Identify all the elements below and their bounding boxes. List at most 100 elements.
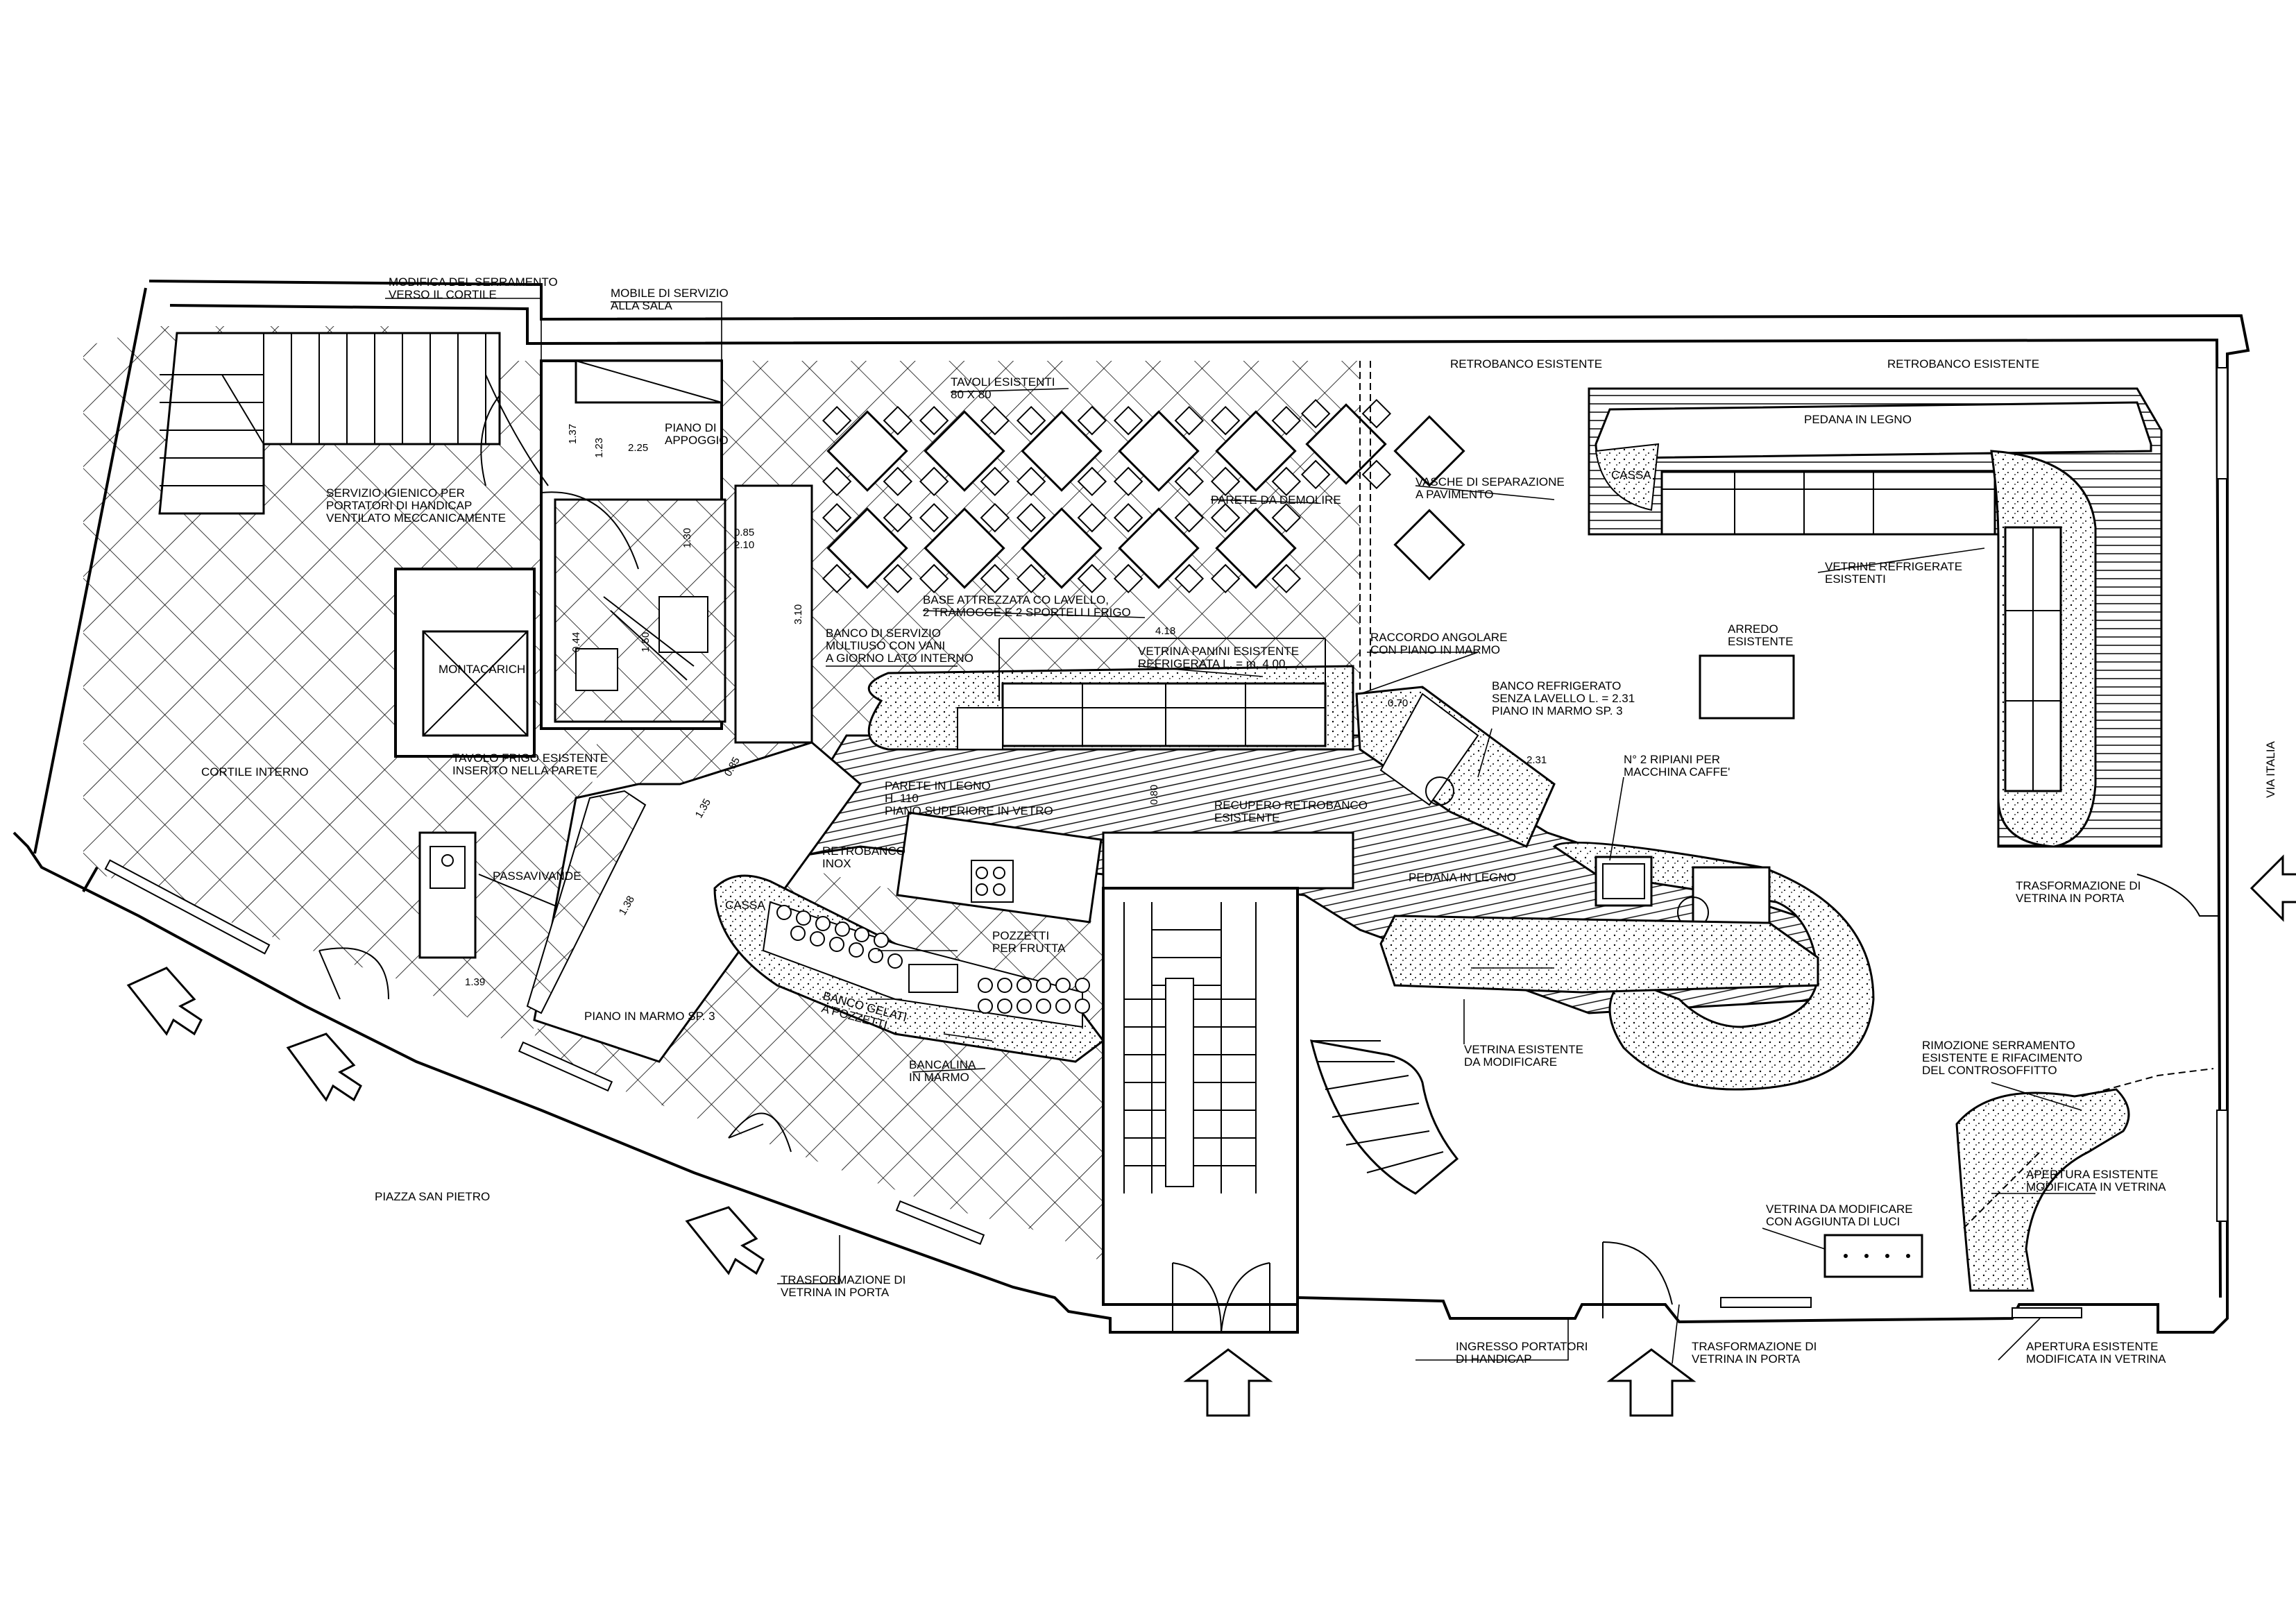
label-base-attrezzata-1: BASE ATTREZZATA CO LAVELLO, xyxy=(923,593,1109,606)
label-servizio-igienico-2: PORTATORI DI HANDICAP xyxy=(326,499,472,512)
label-piazza-san-pietro: PIAZZA SAN PIETRO xyxy=(375,1190,490,1203)
chair xyxy=(1174,466,1205,497)
kitchen-fixtures xyxy=(418,741,862,1063)
table xyxy=(1118,410,1200,492)
label-trasformazione-right-1: TRASFORMAZIONE DI xyxy=(2016,879,2141,892)
table xyxy=(924,507,1005,589)
label-pozzetti-2: PER FRUTTA xyxy=(992,942,1066,955)
label-pedana-legno-top: PEDANA IN LEGNO xyxy=(1804,413,1912,426)
gelato-well xyxy=(1055,999,1071,1014)
label-banco-refrigerato-1: BANCO REFRIGERATO xyxy=(1492,679,1621,692)
chair xyxy=(980,502,1010,533)
label-servizio-igienico-1: SERVIZIO IGIENICO PER xyxy=(326,486,465,500)
chair xyxy=(822,563,852,594)
entrance-arrow-4 xyxy=(1183,1348,1273,1417)
gelato-well xyxy=(790,926,806,941)
stair-top-left xyxy=(158,332,501,515)
gelato-well xyxy=(1017,978,1032,993)
table xyxy=(826,507,908,589)
label-trasformazione-bottom-1: TRASFORMAZIONE DI xyxy=(1692,1340,1817,1353)
label-bancalina-2: IN MARMO xyxy=(909,1071,969,1084)
label-bancalina-1: BANCALINA xyxy=(909,1058,976,1071)
label-ingresso-2: DI HANDICAP xyxy=(1456,1352,1532,1366)
label-parete-legno-2: H. 110 xyxy=(885,792,919,805)
label-retrobanco-2: RETROBANCO ESISTENTE xyxy=(1887,357,2039,371)
label-parete-legno-1: PARETE IN LEGNO xyxy=(885,779,991,792)
chair xyxy=(1016,466,1046,497)
dim-418: 4.18 xyxy=(1155,625,1175,637)
gelato-well xyxy=(835,921,850,937)
tables-existing xyxy=(822,398,1392,594)
dimension-labels: 1.37 2.25 1.23 0.85 2.10 1.30 3.10 4.18 … xyxy=(465,424,1547,988)
gelato-well xyxy=(849,942,864,958)
label-modifica-serramento-1: MODIFICA DEL SERRAMENTO xyxy=(389,275,558,289)
label-cassa-right: CASSA xyxy=(1611,468,1651,482)
chair xyxy=(1271,563,1302,594)
building-walls xyxy=(12,280,2250,1334)
label-pozzetti-1: POZZETTI xyxy=(992,929,1049,942)
dim-130: 1.30 xyxy=(681,528,693,548)
table xyxy=(1215,410,1297,492)
chair xyxy=(1210,563,1241,594)
entrance-arrow-3 xyxy=(685,1206,765,1275)
chair xyxy=(1271,466,1302,497)
chair xyxy=(883,466,913,497)
chair xyxy=(1210,466,1241,497)
entrance-arrow-5 xyxy=(1606,1348,1697,1417)
chair xyxy=(883,502,913,533)
label-vetrina-modificare-1: VETRINA ESISTENTE xyxy=(1464,1043,1583,1056)
chair xyxy=(919,563,949,594)
gelato-well xyxy=(854,927,869,942)
label-passavivande: PASSAVIVANDE xyxy=(493,869,581,883)
chair xyxy=(1077,563,1107,594)
label-mobile-servizio-1: MOBILE DI SERVIZIO xyxy=(611,287,729,300)
gelato-well xyxy=(1075,978,1090,993)
freight-lift xyxy=(394,568,536,758)
label-banco-servizio-1: BANCO DI SERVIZIO xyxy=(826,627,941,640)
dim-150: 1.50 xyxy=(640,632,652,652)
label-piano-appoggio-1: PIANO DI xyxy=(665,421,717,434)
dim-080: 0.80 xyxy=(1148,785,1160,805)
gelato-well xyxy=(796,910,811,926)
label-recupero-1: RECUPERO RETROBANCO xyxy=(1214,799,1368,812)
curved-counter xyxy=(1355,686,1875,1091)
label-tavoli-esistenti-1: TAVOLI ESISTENTI xyxy=(951,375,1055,389)
entrance-arrow-2 xyxy=(286,1033,362,1102)
chair xyxy=(919,502,949,533)
dim-044: 0.44 xyxy=(570,632,582,652)
gelato-well xyxy=(1017,999,1032,1014)
label-vetrina-panini-2: REFRIGERATA L. = m. 4.00 xyxy=(1138,657,1285,670)
central-stair xyxy=(1102,831,1354,1306)
chair xyxy=(919,405,949,436)
table xyxy=(826,410,908,492)
label-vetrina-luci-2: CON AGGIUNTA DI LUCI xyxy=(1766,1215,1900,1228)
table xyxy=(924,410,1005,492)
label-apertura-bottom-2: MODIFICATA IN VETRINA xyxy=(2026,1352,2166,1366)
label-rimozione-1: RIMOZIONE SERRAMENTO xyxy=(1922,1039,2075,1052)
label-ripiani-1: N° 2 RIPIANI PER xyxy=(1624,753,1720,766)
chair xyxy=(822,405,852,436)
gelato-well xyxy=(978,999,993,1014)
label-vetrine-refrigerate-1: VETRINE REFRIGERATE xyxy=(1825,560,1962,573)
gelato-counter xyxy=(713,811,1105,1063)
dim-210: 2.10 xyxy=(734,539,754,551)
label-modifica-serramento-2: VERSO IL CORTILE xyxy=(389,288,497,301)
label-trasformazione-right-2: VETRINA IN PORTA xyxy=(2016,892,2125,905)
label-parete-legno-3: PIANO SUPERIORE IN VETRO xyxy=(885,804,1053,817)
label-base-attrezzata-2: 2 TRAMOGGE E 2 SPORTELLI FRIGO xyxy=(923,606,1131,619)
dim-070: 0.70 xyxy=(1388,697,1408,709)
dim-085: 0.85 xyxy=(734,527,754,538)
label-recupero-2: ESISTENTE xyxy=(1214,811,1279,824)
service-block xyxy=(485,359,813,744)
gelato-well xyxy=(1055,978,1071,993)
label-rimozione-3: DEL CONTROSOFFITTO xyxy=(1922,1064,2057,1077)
chair xyxy=(1210,502,1241,533)
chair xyxy=(980,563,1010,594)
label-parete-demolire: PARETE DA DEMOLIRE xyxy=(1211,493,1341,507)
gelato-well xyxy=(1036,978,1051,993)
chair xyxy=(1271,405,1302,436)
label-apertura-top-2: MODIFICATA IN VETRINA xyxy=(2026,1180,2166,1193)
table xyxy=(1021,507,1103,589)
annotation-labels: MODIFICA DEL SERRAMENTO VERSO IL CORTILE… xyxy=(201,275,2277,1366)
